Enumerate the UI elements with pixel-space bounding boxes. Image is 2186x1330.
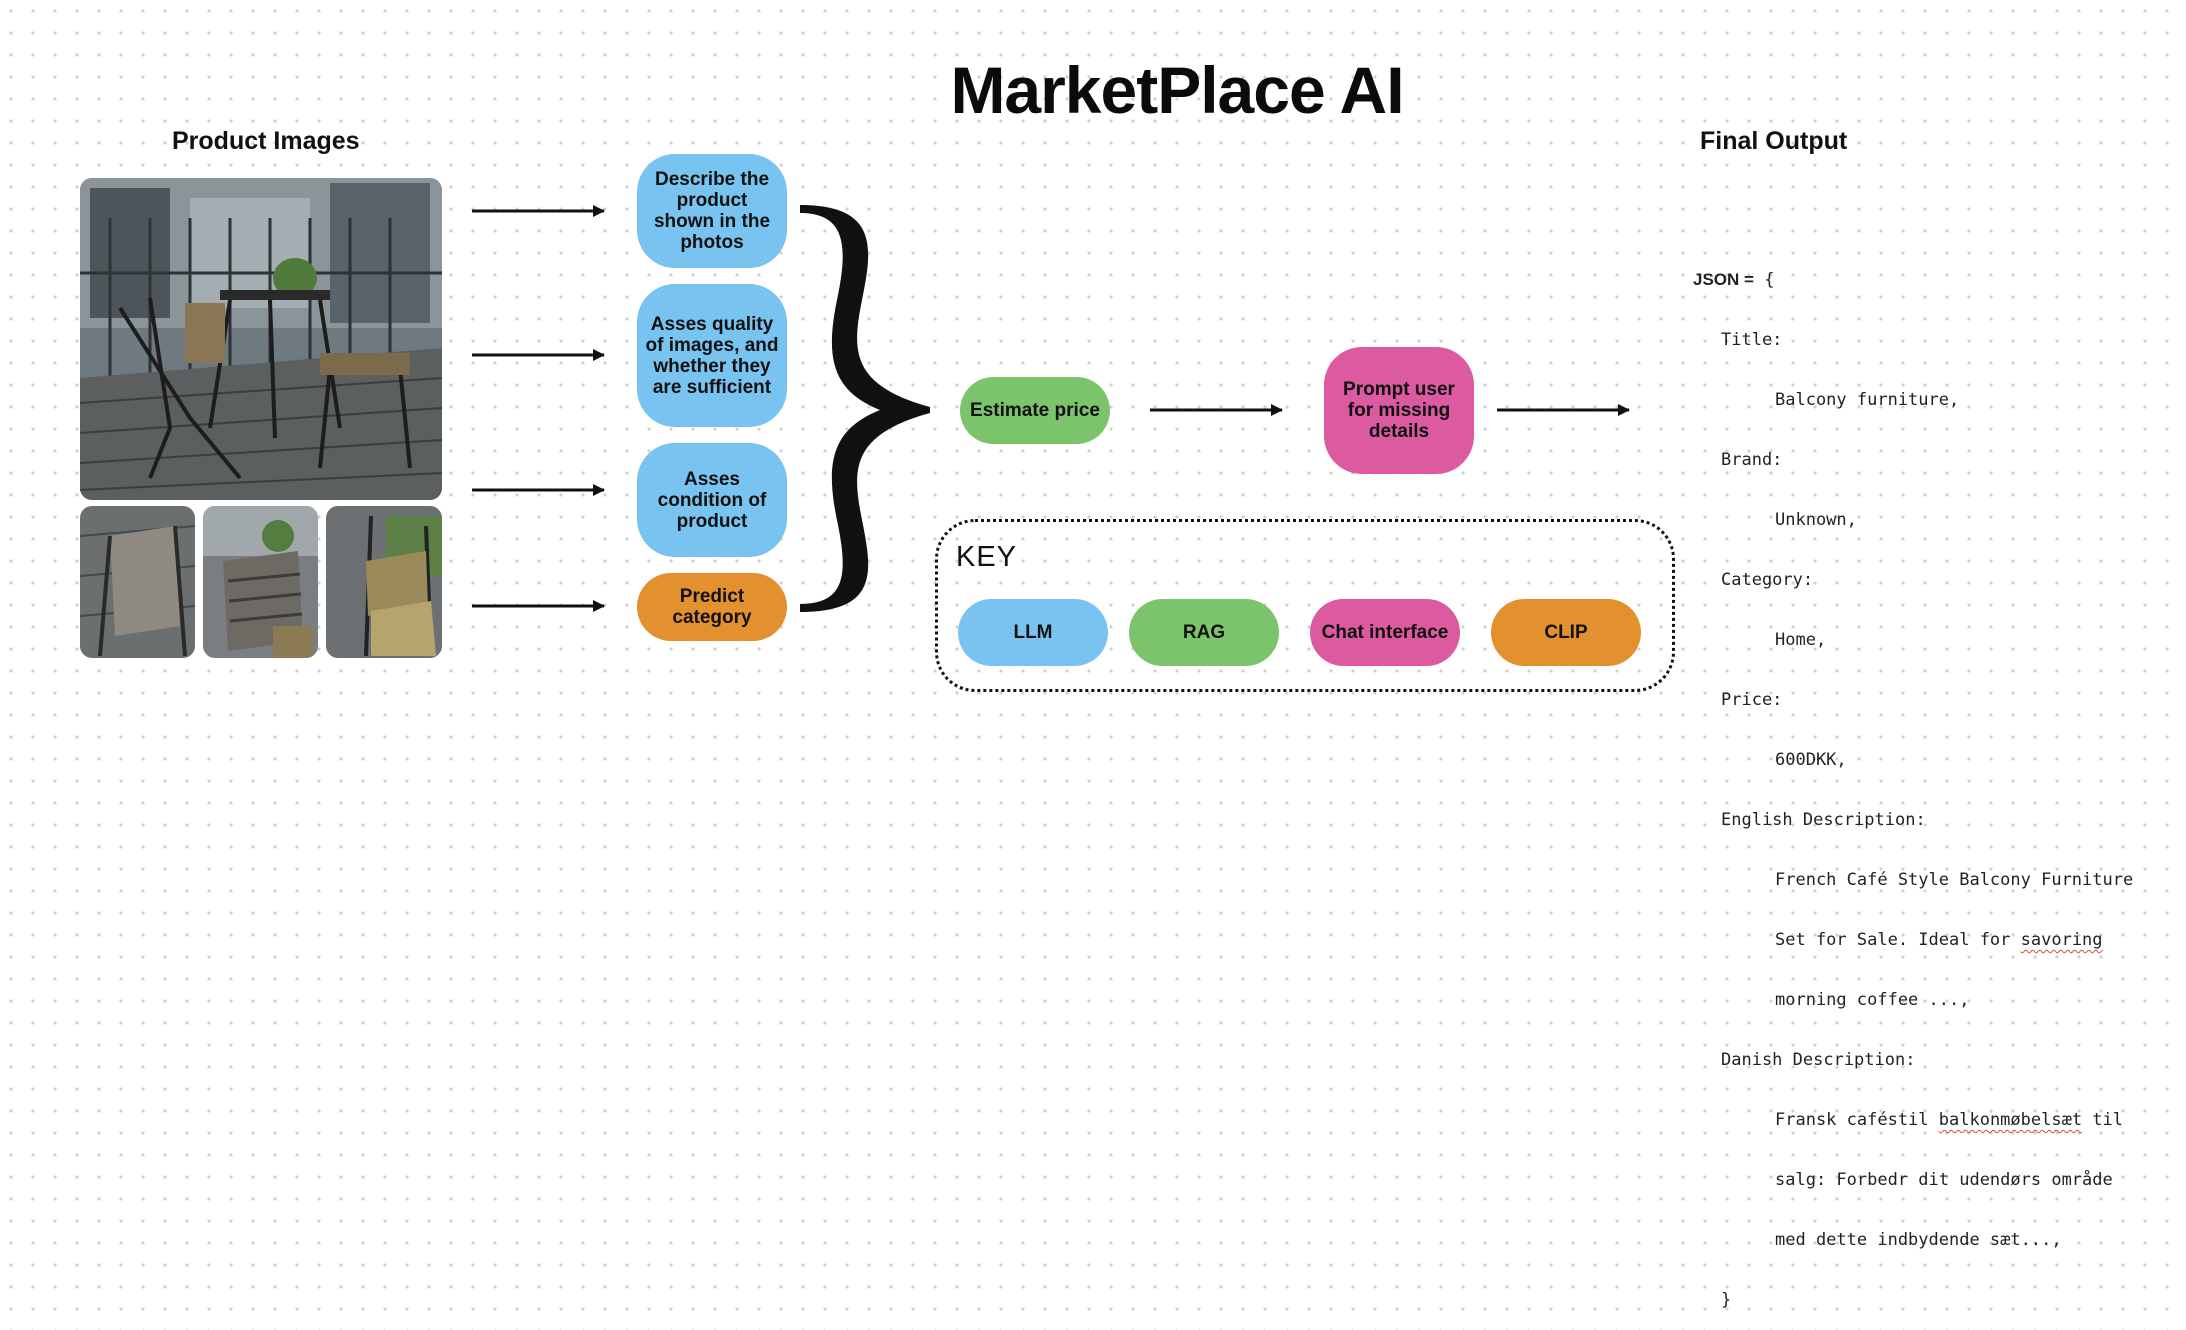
step-describe-product: Describe the product shown in the photos: [637, 154, 787, 268]
step-prompt-user: Prompt user for missing details: [1324, 347, 1474, 474]
key-item-llm: LLM: [958, 599, 1108, 666]
json-key-brand: Brand:: [1721, 450, 1783, 470]
json-value-english-description-line-1: French Café Style Balcony Furniture: [1775, 870, 2134, 890]
key-item-clip: CLIP: [1491, 599, 1641, 666]
json-value-brand: Unknown,: [1775, 510, 1857, 530]
key-item-rag: RAG: [1129, 599, 1279, 666]
json-close-brace: }: [1721, 1290, 1732, 1310]
json-value-english-description-line-2: Set for Sale. Ideal for savoring: [1775, 930, 2103, 950]
step-asses-image-quality: Asses quality of images, and whether the…: [637, 284, 787, 427]
merge-brace: [800, 205, 930, 612]
json-value-title: Balcony furniture,: [1775, 390, 1960, 410]
key-label: KEY: [956, 541, 1018, 573]
json-key-title: Title:: [1721, 330, 1783, 350]
json-key-category: Category:: [1721, 570, 1814, 590]
product-images-heading: Product Images: [172, 127, 360, 155]
product-photo-thumbnail-3: [326, 506, 442, 658]
json-value-english-description-line-3: morning coffee ...,: [1775, 990, 1970, 1010]
step-predict-category: Predict category: [637, 573, 787, 641]
final-output-json: JSON = { Title: Balcony furniture, Brand…: [1693, 230, 2133, 1330]
json-key-price: Price:: [1721, 690, 1783, 710]
product-photo-thumbnail-2: [203, 506, 318, 658]
main-product-photo: [80, 178, 442, 500]
key-legend-box: [935, 519, 1675, 692]
spellcheck-underline: balkonmøbelsæt: [1938, 1110, 2083, 1130]
diagram-title: MarketPlace AI: [950, 53, 1404, 127]
json-key-danish-description: Danish Description:: [1721, 1050, 1916, 1070]
key-item-chat-interface: Chat interface: [1310, 599, 1460, 666]
json-value-danish-description-line-3: med dette indbydende sæt...,: [1775, 1230, 2062, 1250]
json-prefix: JSON =: [1693, 270, 1754, 289]
product-photo-thumbnail-1: [80, 506, 195, 658]
json-value-danish-description-line-1: Fransk caféstil balkonmøbelsæt til: [1775, 1110, 2124, 1130]
flow-connectors: [472, 205, 1630, 612]
json-key-english-description: English Description:: [1721, 810, 1926, 830]
step-estimate-price: Estimate price: [960, 377, 1110, 444]
json-value-price: 600DKK,: [1775, 750, 1847, 770]
json-value-danish-description-line-2: salg: Forbedr dit udendørs område: [1775, 1170, 2113, 1190]
spellcheck-underline: savoring: [2020, 930, 2103, 950]
json-open-brace: {: [1764, 270, 1775, 290]
json-value-category: Home,: [1775, 630, 1827, 650]
final-output-heading: Final Output: [1700, 127, 1848, 155]
step-asses-condition: Asses condition of product: [637, 443, 787, 557]
